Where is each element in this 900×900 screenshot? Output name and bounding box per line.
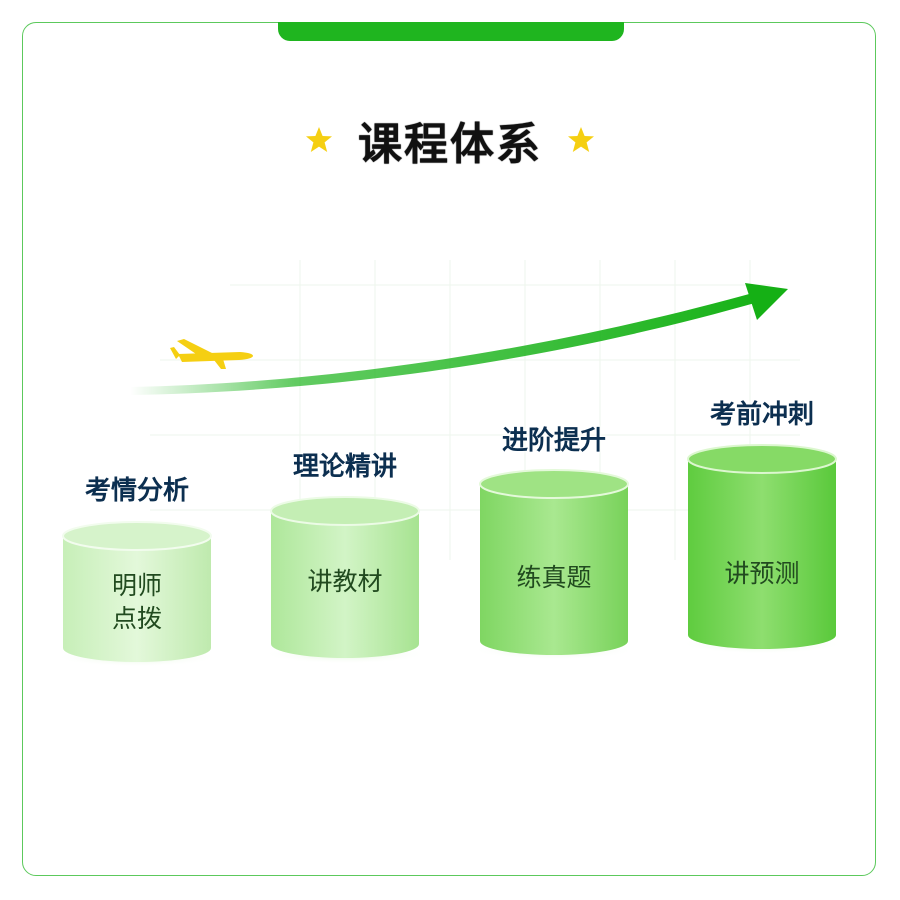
step-label-1: 考情分析 xyxy=(84,476,189,506)
cylinder-1-text: 明师 点拨 xyxy=(63,569,211,635)
cylinder-1-line-1: 明师 xyxy=(111,571,162,600)
cylinder-2 xyxy=(270,496,420,658)
cylinder-1 xyxy=(62,521,212,662)
star-icon xyxy=(306,127,332,152)
page-title: 课程体系 xyxy=(358,119,542,170)
title-row: 课程体系 xyxy=(0,108,900,172)
cylinder-3-text: 练真题 xyxy=(516,563,592,592)
arrow-icon xyxy=(130,283,788,395)
cylinder-3 xyxy=(479,469,629,655)
step-label-2: 理论精讲 xyxy=(292,452,397,482)
step-label-3: 进阶提升 xyxy=(501,426,606,456)
cylinder-1-line-2: 点拨 xyxy=(111,604,162,633)
top-tab-decoration xyxy=(278,22,624,41)
airplane-icon xyxy=(170,339,253,369)
star-icon xyxy=(568,127,594,152)
step-label-4: 考前冲刺 xyxy=(709,400,814,430)
cylinder-4 xyxy=(687,444,837,649)
cylinder-4-text: 讲预测 xyxy=(724,559,800,588)
cylinder-2-text: 讲教材 xyxy=(307,567,383,596)
